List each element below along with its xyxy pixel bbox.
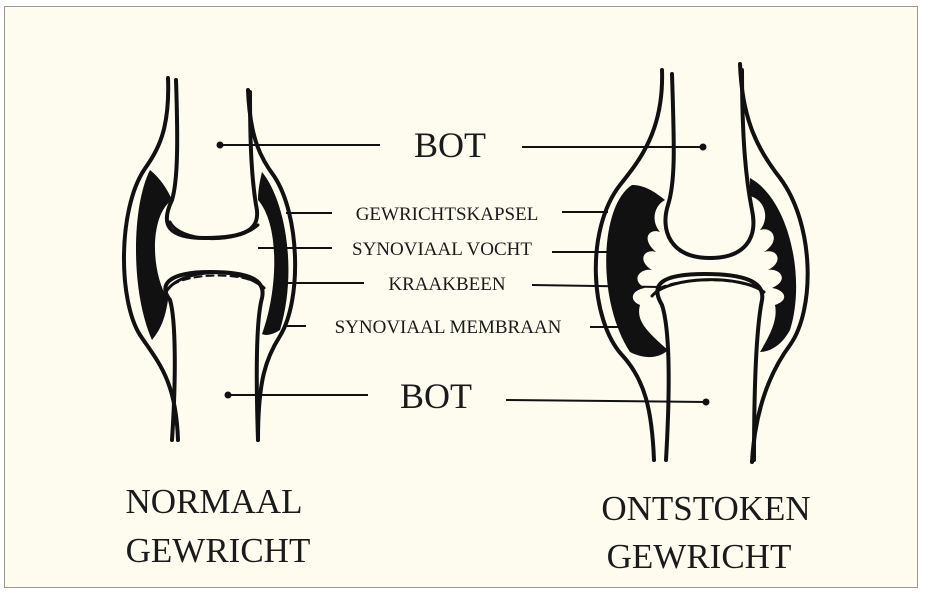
caption-normal-line1: NORMAAL — [126, 482, 303, 521]
inflamed-upper-bone — [665, 70, 753, 258]
inflamed-lower-cartilage — [652, 280, 764, 296]
leader-dot — [226, 393, 231, 398]
leader-dot — [218, 143, 223, 148]
normal-synovial-membrane — [136, 170, 172, 340]
normal-lower-bone — [165, 272, 262, 440]
normal-upper-bone — [167, 80, 257, 238]
inflamed-capsule-right — [740, 64, 808, 462]
label-synoviaal-membraan: SYNOVIAAL MEMBRAAN — [335, 317, 562, 338]
label-kraakbeen: KRAAKBEEN — [388, 274, 505, 295]
caption-normal-line2: GEWRICHT — [126, 531, 311, 570]
label-bot-bottom: BOT — [400, 376, 472, 416]
label-gewrichtskapsel: GEWRICHTSKAPSEL — [356, 204, 539, 225]
caption-inflamed-line2: GEWRICHT — [607, 537, 792, 576]
label-synoviaal-vocht: SYNOVIAAL VOCHT — [352, 239, 532, 260]
leader-bot-bottom-right — [506, 400, 706, 402]
leader-dot — [704, 400, 709, 405]
normal-joint — [124, 78, 295, 440]
caption-inflamed-line1: ONTSTOKEN — [601, 489, 810, 528]
leader-dot — [701, 145, 706, 150]
label-bot-top: BOT — [414, 125, 486, 165]
inflamed-lower-bone — [657, 274, 762, 460]
inflamed-synovial-membrane-left — [606, 185, 668, 357]
